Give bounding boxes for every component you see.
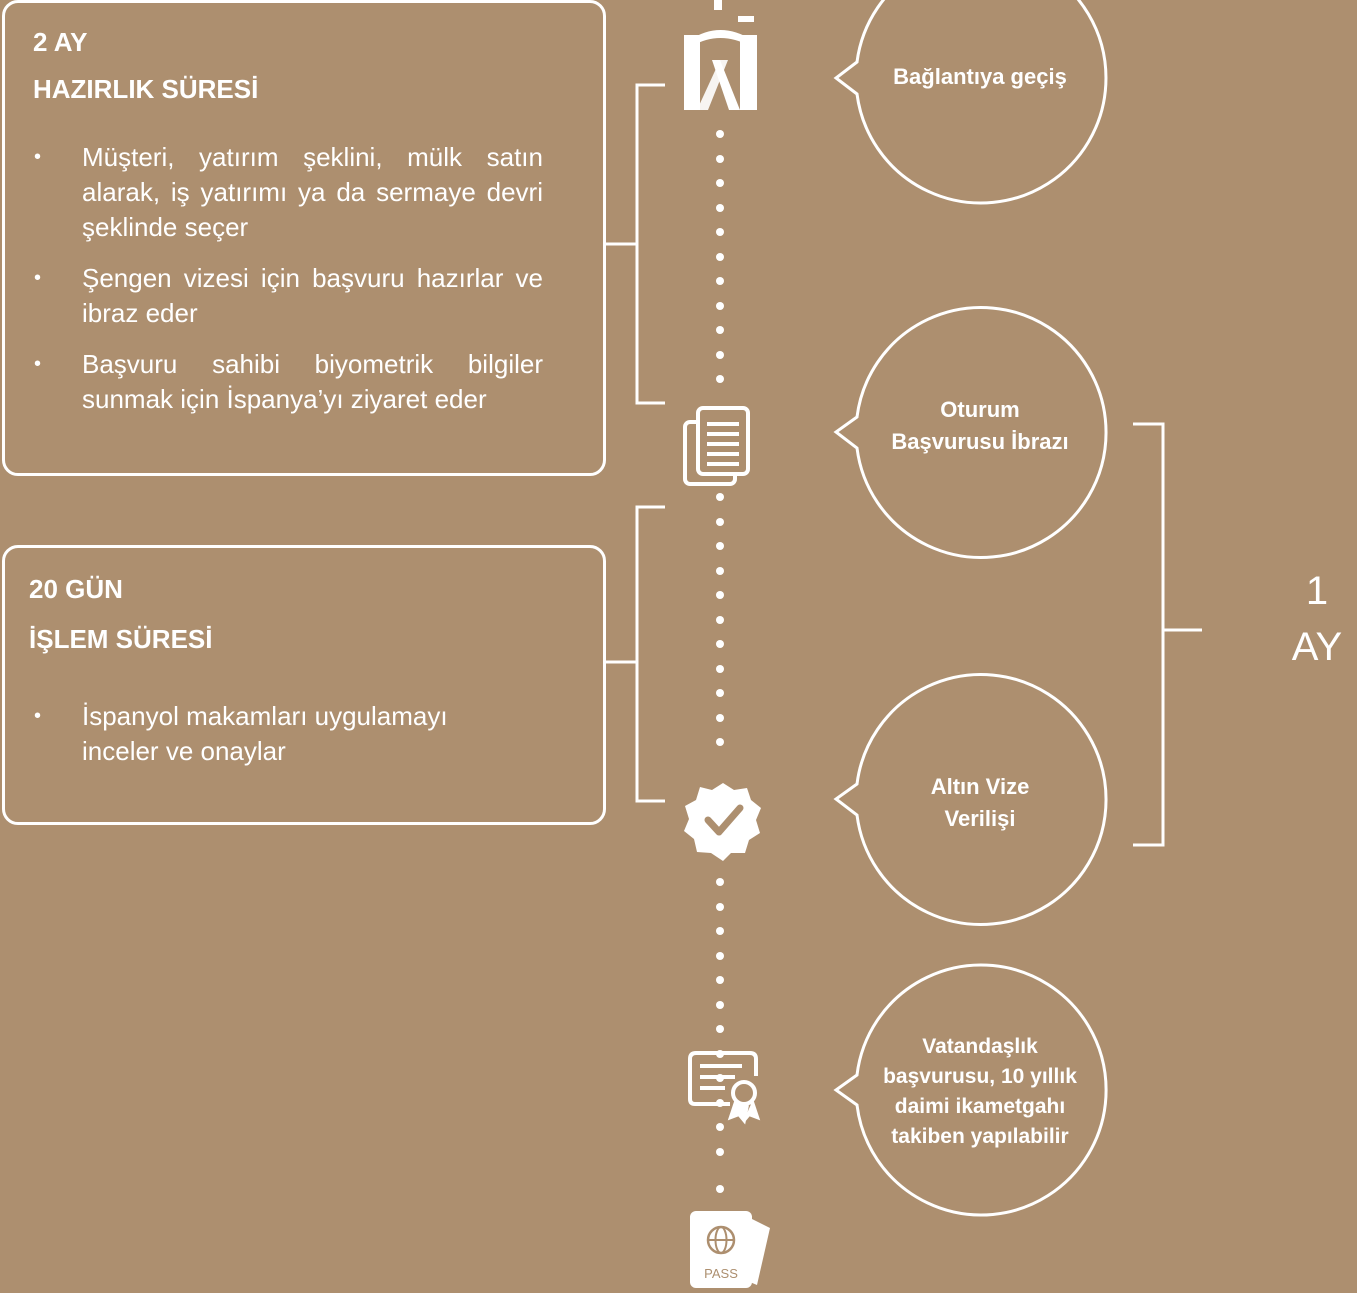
timeline-dot xyxy=(716,689,724,697)
processing-bullet-list: •İspanyol makamları uygulamayı inceler v… xyxy=(5,699,565,785)
processing-bracket xyxy=(635,505,665,803)
verified-badge-icon xyxy=(684,783,761,861)
month-unit: AY xyxy=(1291,625,1343,669)
processing-title: İŞLEM SÜRESİ xyxy=(29,624,213,654)
timeline-dot xyxy=(716,1025,724,1033)
bullet-icon: • xyxy=(34,705,42,727)
timeline-dot xyxy=(716,1123,724,1131)
processing-card: 20 GÜN İŞLEM SÜRESİ •İspanyol makamları … xyxy=(2,545,606,825)
timeline-dot xyxy=(716,302,724,310)
timeline-dot xyxy=(716,640,724,648)
documents-icon xyxy=(683,406,750,486)
preparation-bullet-list: •Müşteri, yatırım şeklini, mülk satın al… xyxy=(5,140,605,433)
timeline-dot xyxy=(716,567,724,575)
timeline-dot xyxy=(716,927,724,935)
step-circle-4 xyxy=(833,963,1108,1217)
processing-duration: 20 GÜN xyxy=(29,574,123,604)
month-duration-label: 1 AY xyxy=(1277,563,1357,675)
passport-label: PASS xyxy=(704,1266,738,1281)
timeline-dot xyxy=(716,253,724,261)
spain-crest-icon xyxy=(684,16,757,110)
timeline-dot xyxy=(716,903,724,911)
timeline-dot xyxy=(716,542,724,550)
bullet-icon: • xyxy=(34,267,42,289)
list-item: •İspanyol makamları uygulamayı inceler v… xyxy=(34,701,448,766)
step-circle-1 xyxy=(833,0,1108,205)
timeline-dot xyxy=(716,351,724,359)
passport-icon: PASS xyxy=(690,1211,770,1288)
step-2-label: Oturum Başvurusu İbrazı xyxy=(891,397,1069,454)
preparation-card: 2 AY HAZIRLIK SÜRESİ •Müşteri, yatırım ş… xyxy=(2,0,606,476)
timeline-dot xyxy=(716,1185,724,1193)
preparation-duration: 2 AY xyxy=(33,27,88,57)
timeline-dot xyxy=(716,976,724,984)
timeline-dot xyxy=(716,493,724,501)
step-4-label: Vatandaşlık başvurusu, 10 yıllık daimi i… xyxy=(883,1035,1077,1148)
list-item: •Başvuru sahibi biyometrik bilgiler sunm… xyxy=(34,349,543,414)
timeline-dot xyxy=(716,878,724,886)
list-item: •Şengen vizesi için başvuru hazırlar ve … xyxy=(34,263,543,328)
certificate-icon xyxy=(688,1051,761,1125)
step-1-label: Bağlantıya geçiş xyxy=(893,64,1067,89)
preparation-title: HAZIRLIK SÜRESİ xyxy=(33,74,259,104)
timeline-dot xyxy=(716,738,724,746)
timeline-dot xyxy=(716,714,724,722)
preparation-bracket xyxy=(635,83,665,405)
step-circle-2 xyxy=(833,306,1108,559)
bullet-icon: • xyxy=(34,146,42,168)
timeline-dot xyxy=(716,665,724,673)
month-number: 1 xyxy=(1305,569,1329,613)
timeline-dot xyxy=(716,130,724,138)
step-3-label: Altın Vize Verilişi xyxy=(930,774,1030,831)
timeline-dot xyxy=(716,1148,724,1156)
timeline-dot xyxy=(716,375,724,383)
timeline-top-mark xyxy=(714,0,722,10)
timeline-dots xyxy=(716,130,724,1193)
timeline-dot xyxy=(716,326,724,334)
timeline-dot xyxy=(716,1001,724,1009)
list-item: •Müşteri, yatırım şeklini, mülk satın al… xyxy=(34,142,543,242)
timeline-dot xyxy=(716,952,724,960)
step-circle-3 xyxy=(833,673,1108,926)
timeline-dot xyxy=(716,204,724,212)
timeline-dot xyxy=(716,179,724,187)
timeline-dot xyxy=(716,277,724,285)
timeline-dot xyxy=(716,591,724,599)
timeline-dot xyxy=(716,228,724,236)
timeline-dot xyxy=(716,155,724,163)
timeline-dot xyxy=(716,616,724,624)
bullet-icon: • xyxy=(34,353,42,375)
month-bracket xyxy=(1133,422,1165,847)
timeline-dot xyxy=(716,518,724,526)
